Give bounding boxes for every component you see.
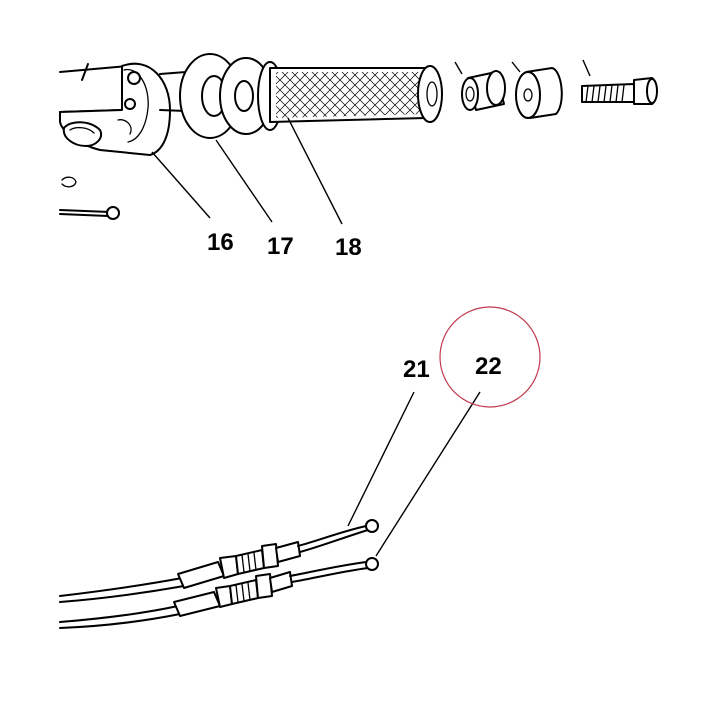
callout-16: 16 — [207, 229, 234, 256]
callout-21: 21 — [403, 356, 430, 383]
callout-18: 18 — [335, 234, 362, 261]
throttle-cable-part-21 — [59, 519, 379, 603]
highlight-circle-22 — [439, 306, 541, 408]
grip-end-bush — [461, 70, 506, 111]
callout-22: 22 — [475, 353, 502, 380]
switch-wire-fragments — [59, 176, 120, 220]
callout-17: 17 — [267, 233, 294, 260]
grip-part-18 — [257, 61, 443, 131]
end-bolt — [581, 77, 658, 105]
switch-housing-part-16 — [59, 62, 171, 156]
upper-leader-lines — [151, 59, 591, 225]
cable-leader-lines — [347, 391, 481, 557]
throttle-cable-part-22 — [59, 557, 379, 629]
bar-end-weight — [515, 67, 563, 119]
